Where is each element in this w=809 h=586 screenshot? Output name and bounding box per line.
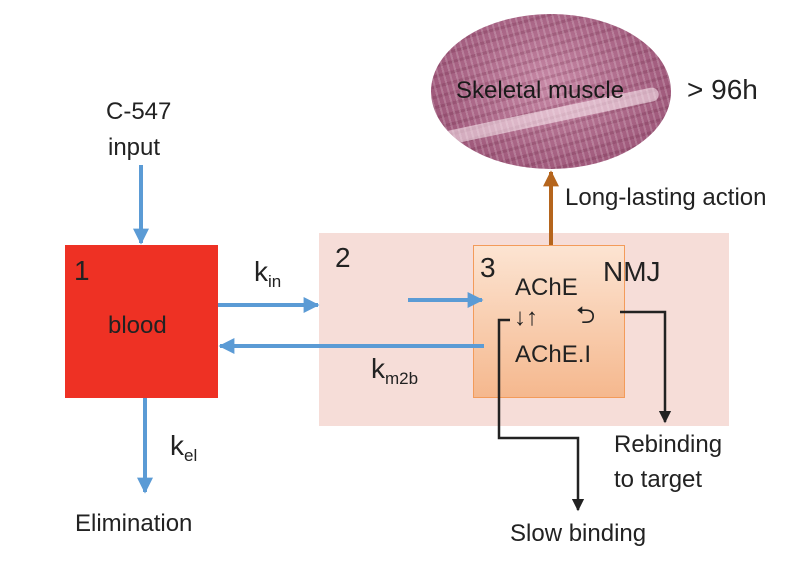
rebinding-label-line2: to target <box>614 466 703 493</box>
k-m2b-main: k <box>371 353 385 384</box>
duration-label: > 96h <box>687 74 758 105</box>
k-el-main: k <box>170 430 184 461</box>
k-in-label: kin <box>254 256 281 291</box>
nmj-label: NMJ <box>603 256 661 287</box>
k-in-subscript: in <box>268 272 282 291</box>
skeletal-muscle-label: Skeletal muscle <box>456 77 625 104</box>
blood-label: blood <box>108 312 167 339</box>
k-el-label: kel <box>170 430 197 465</box>
compartment-2-number: 2 <box>335 242 351 273</box>
long-lasting-action-label: Long-lasting action <box>565 184 767 211</box>
input-label-line1: C-547 <box>106 98 172 125</box>
k-m2b-subscript: m2b <box>385 369 419 388</box>
ache-label: AChE <box>515 274 578 301</box>
ache-i-label: AChE.I <box>515 341 592 368</box>
input-label-line2: input <box>108 134 161 161</box>
slow-binding-label: Slow binding <box>510 520 647 547</box>
rebind-loop-icon: ⮌ <box>576 302 596 329</box>
equilibrium-arrows: ↓↑ <box>514 304 538 331</box>
compartment-3-number: 3 <box>480 252 496 283</box>
compartment-1-number: 1 <box>74 255 90 286</box>
rebinding-arrow <box>620 310 672 424</box>
rebinding-label-line1: Rebinding <box>614 431 723 458</box>
k-m2b-label: km2b <box>371 353 418 388</box>
k-in-main: k <box>254 256 268 287</box>
elimination-label: Elimination <box>75 510 193 537</box>
skeletal-muscle-image <box>431 14 671 169</box>
slow-binding-arrow <box>497 318 585 512</box>
k-el-subscript: el <box>184 446 198 465</box>
compartment-1-blood <box>65 245 218 398</box>
